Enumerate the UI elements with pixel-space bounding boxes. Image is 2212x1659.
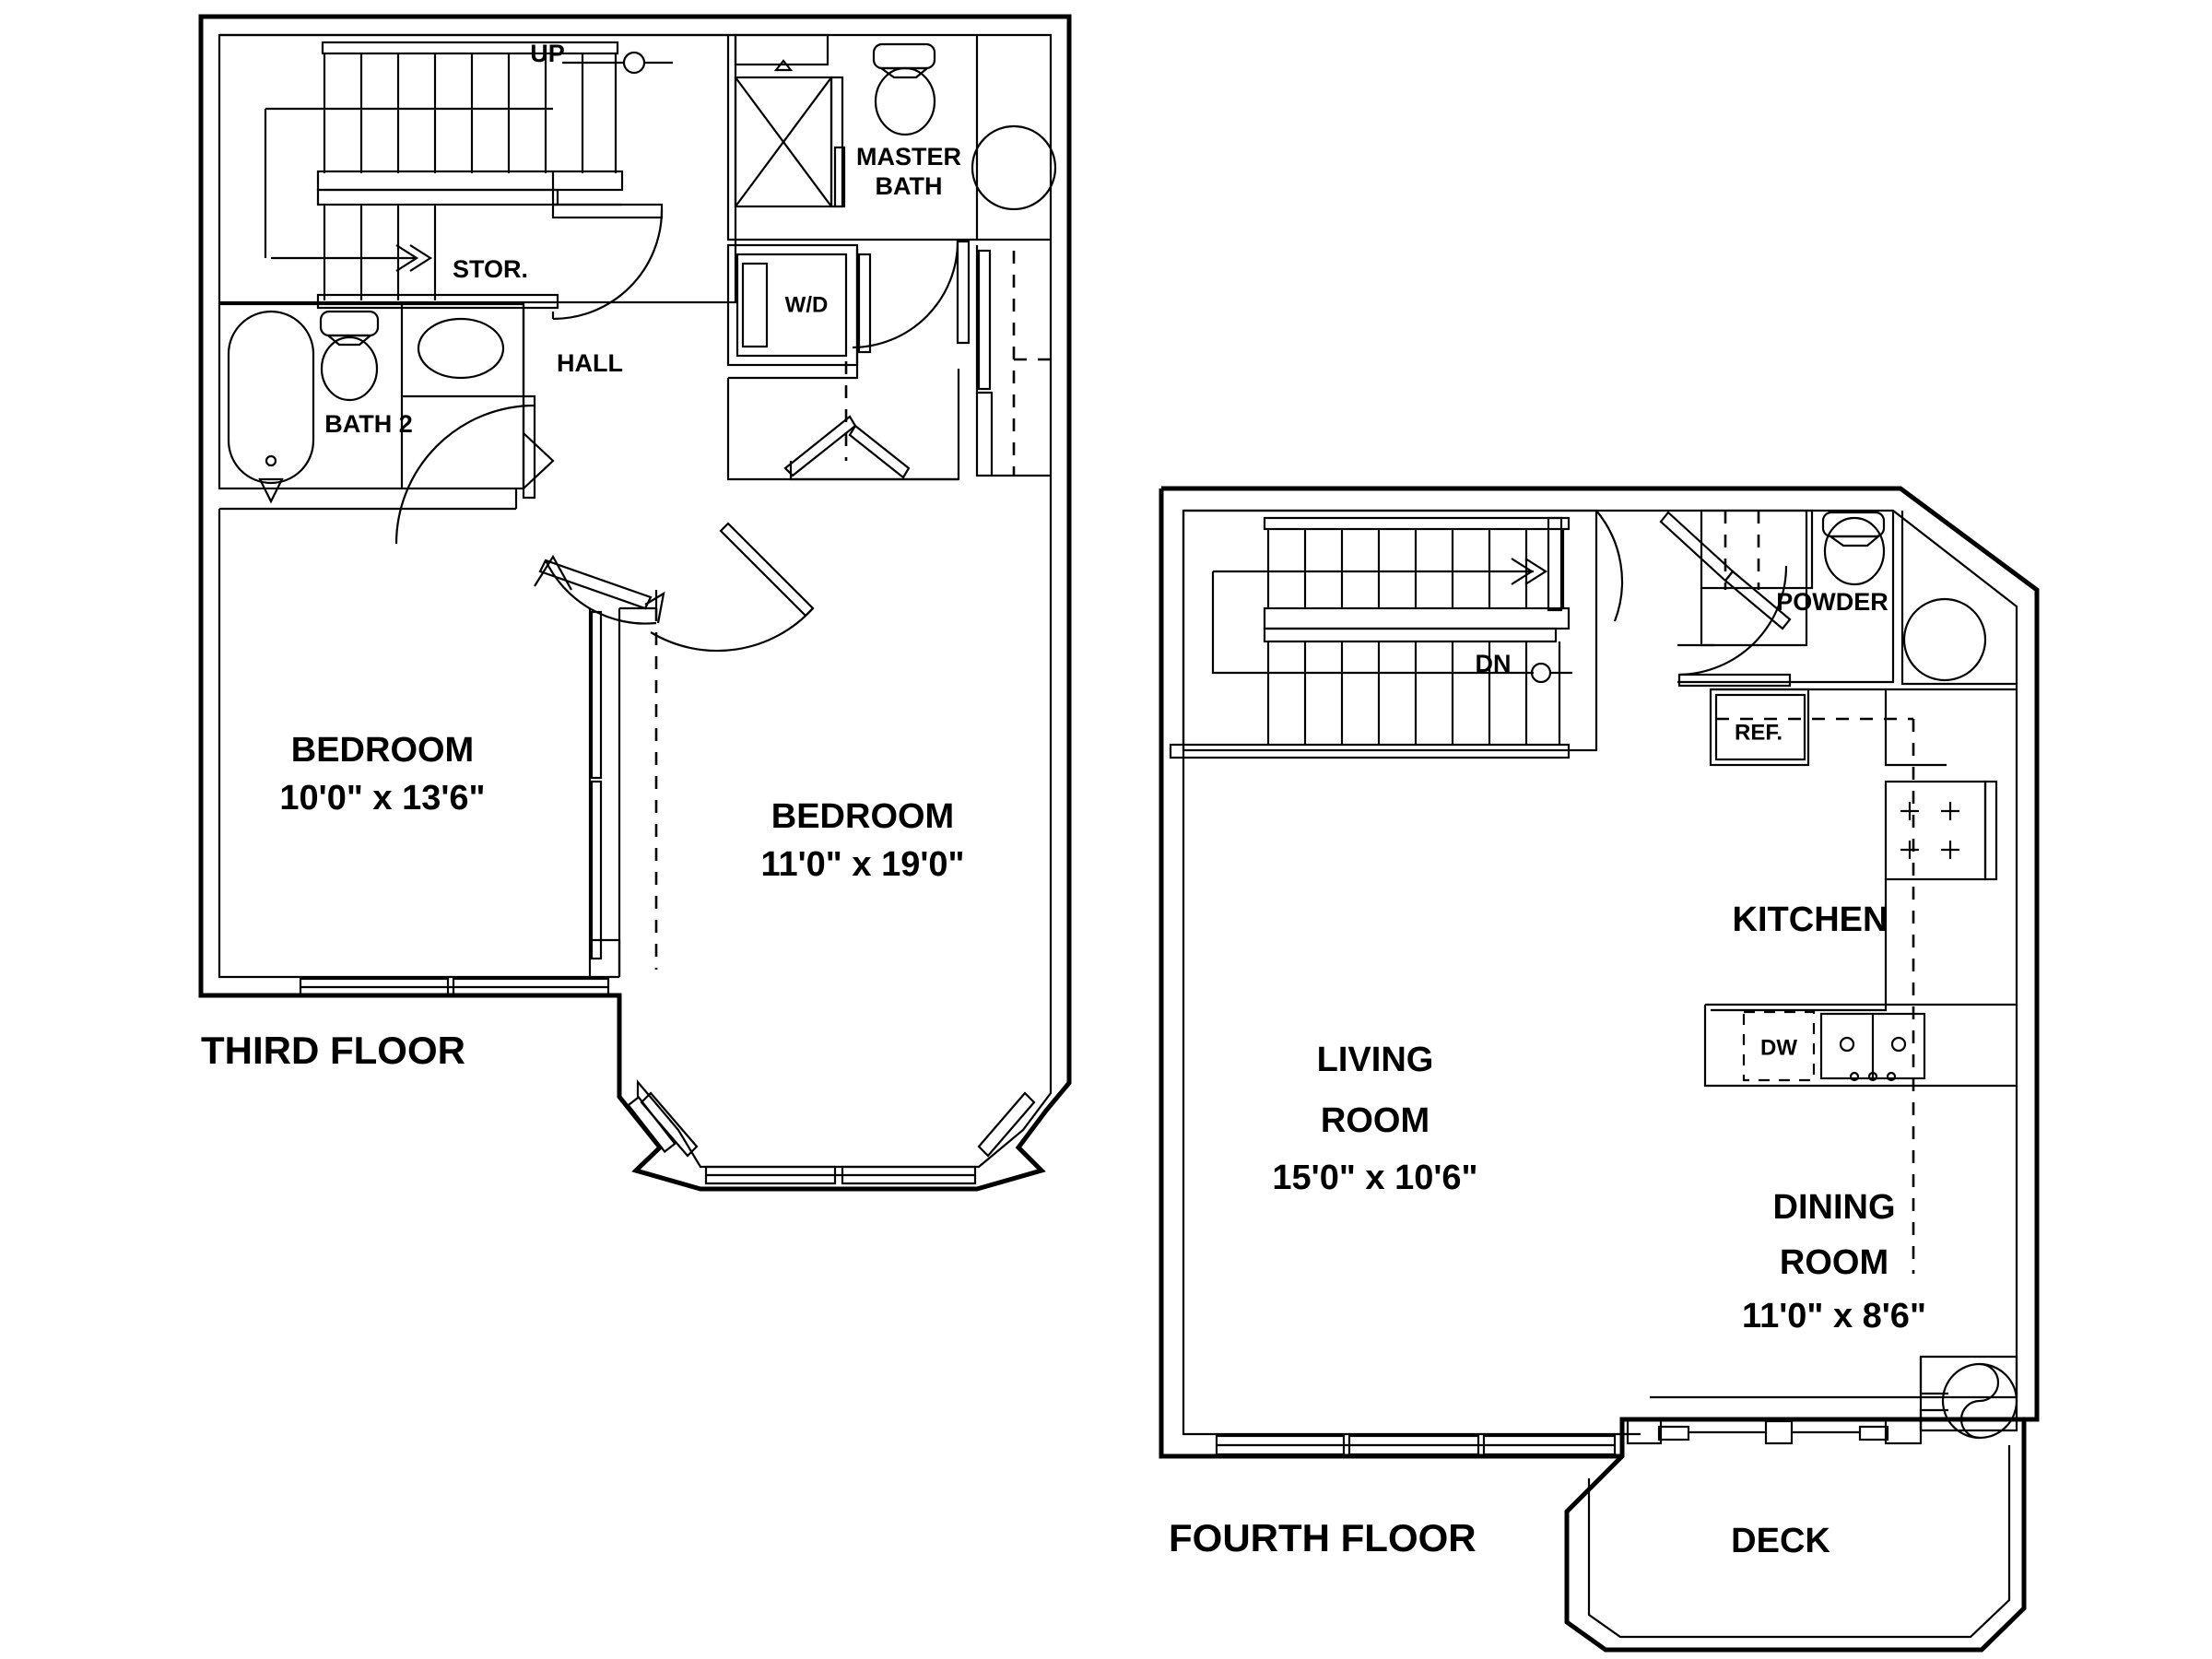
bedroom2-closet-upper [975,245,1051,477]
washer-dryer-closet: W/D [726,243,872,380]
deck-sliding-door [1626,1418,1923,1445]
bedroom2-dimensions: 11'0" x 19'0" [760,845,964,884]
dining-room-dimensions: 11'0" x 8'6" [1742,1297,1926,1335]
fourth-floor-caption: FOURTH FLOOR [1169,1516,1477,1559]
third-floor-caption: THIRD FLOOR [201,1029,465,1072]
storage-label: STOR. [453,255,528,283]
deck-label: DECK [1731,1522,1830,1560]
bedroom1-door [534,554,657,625]
bedroom2-closet-lower [588,590,658,977]
bedroom1-dimensions: 10'0" x 13'6" [279,779,485,818]
third-floor-storage: STOR. [453,171,664,321]
powder-room: POWDER [1677,511,2017,688]
fourth-floor-exterior-wall-inner [1182,509,2018,1436]
hall-closet: HALL [557,349,960,481]
bath2-room: BATH 2 [218,302,555,545]
washer-dryer-label: W/D [785,292,829,317]
master-bath-label-line1: MASTER [856,143,961,171]
entry-closet [1700,509,1814,647]
living-room: LIVING ROOM 15'0" x 10'6" [1215,1041,1617,1456]
living-room-label-line2: ROOM [1321,1101,1430,1140]
dishwasher-label: DW [1760,1035,1797,1060]
bedroom1-windows [299,977,610,997]
dining-room: DINING ROOM 11'0" x 8'6" [1626,1188,2018,1445]
master-bath-room: MASTER BATH [726,33,1057,349]
fourth-floor-plan: DN POWDER [1159,486,2040,1653]
third-floor-stair-well: UP [218,33,737,310]
bath2-label: BATH 2 [324,410,413,438]
bedroom1-room: BEDROOM 10'0" x 13'6" [218,488,619,997]
fourth-floor-exterior-wall [1159,486,2040,1653]
fourth-floor-stair-well: DN [1169,509,1792,759]
kitchen-room: REF. DW [1703,688,2017,1274]
living-room-label-line1: LIVING [1317,1041,1434,1079]
bedroom1-name: BEDROOM [291,731,474,770]
dining-room-label-line2: ROOM [1780,1243,1888,1282]
deck-area: DECK [1587,1445,2011,1639]
bedroom2-name: BEDROOM [771,797,954,836]
stair-up-label: UP [530,40,565,67]
living-room-dimensions: 15'0" x 10'6" [1272,1159,1477,1197]
dining-room-label-line1: DINING [1773,1188,1896,1227]
bedroom2-door [644,522,815,653]
bedroom2-bay-windows [627,1091,1036,1185]
stair-dn-label: DN [1476,650,1512,677]
hall-label: HALL [557,349,623,377]
living-room-windows [1215,1434,1617,1456]
third-floor-plan: UP STOR. BATH 2 [198,14,1072,1192]
powder-label: POWDER [1776,588,1888,616]
kitchen-label: KITCHEN [1733,900,1888,939]
refrigerator-label: REF. [1735,720,1783,745]
bedroom2-room: BEDROOM 11'0" x 19'0" [627,797,1053,1185]
master-bath-label-line2: BATH [876,172,943,200]
